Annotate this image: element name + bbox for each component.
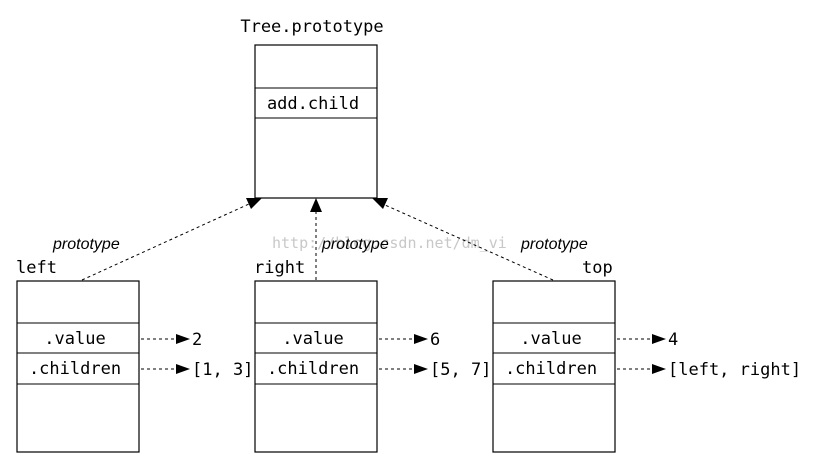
right-object-name: right: [254, 258, 305, 278]
left-children-value: [1, 3]: [192, 360, 253, 380]
top-prototype-label: prototype: [520, 236, 588, 253]
left-prototype-link: [81, 203, 250, 281]
top-object: top .value .children 4 [left, right]: [492, 258, 801, 453]
top-object-name: top: [582, 258, 613, 278]
left-object-box: [16, 280, 140, 453]
right-children-arrowhead: [414, 364, 428, 374]
add-child-slot: add.child: [267, 94, 359, 114]
left-value: 2: [192, 330, 202, 350]
right-value: 6: [430, 330, 440, 350]
right-prototype-label: prototype: [321, 236, 389, 253]
left-object-name: left: [16, 258, 57, 278]
left-prototype-label: prototype: [52, 236, 120, 253]
tree-prototype-box: [254, 44, 378, 199]
right-prototype-arrowhead: [310, 198, 322, 212]
tree-prototype-title: Tree.prototype: [240, 17, 383, 37]
top-prototype-link: [384, 204, 554, 281]
left-value-arrowhead: [176, 334, 190, 344]
left-prototype-arrowhead: [246, 198, 262, 209]
left-children-slot: .children: [29, 359, 121, 379]
top-value-arrowhead: [652, 334, 666, 344]
tree-prototype-object: Tree.prototype add.child: [240, 17, 384, 199]
top-value: 4: [668, 330, 678, 350]
top-children-value: [left, right]: [668, 360, 801, 380]
right-children-value: [5, 7]: [430, 360, 491, 380]
right-object-box: [254, 280, 378, 453]
left-children-arrowhead: [176, 364, 190, 374]
prototype-links: [81, 198, 554, 281]
right-value-slot: .value: [282, 329, 343, 349]
top-children-arrowhead: [652, 364, 666, 374]
left-object: left .value .children 2 [1, 3]: [16, 258, 253, 453]
top-children-slot: .children: [505, 359, 597, 379]
watermark: http://blog.csdn.net/dm_vi: [272, 234, 507, 252]
left-value-slot: .value: [44, 329, 105, 349]
top-prototype-arrowhead: [372, 198, 388, 209]
top-object-box: [492, 280, 616, 453]
right-object: right .value .children 6 [5, 7]: [254, 258, 491, 453]
right-value-arrowhead: [414, 334, 428, 344]
top-value-slot: .value: [520, 329, 581, 349]
right-children-slot: .children: [267, 359, 359, 379]
